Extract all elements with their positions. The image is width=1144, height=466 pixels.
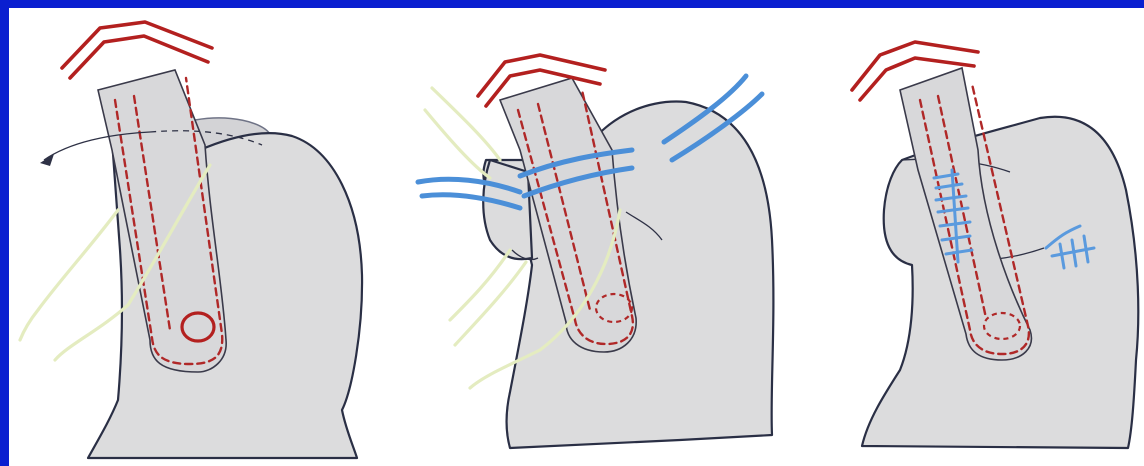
step-2-thread-b: [425, 110, 490, 178]
step-1-thread-b: [20, 210, 118, 340]
step-1-illustration: [20, 22, 362, 458]
step-1-cap-inner: [70, 36, 208, 78]
step-3-illustration: [852, 42, 1138, 448]
step-2-illustration: [418, 55, 773, 448]
step-2-thread-d: [450, 250, 510, 320]
surgical-steps-diagram: [9, 8, 1144, 466]
step-1-arrow-head: [40, 154, 54, 166]
figure-panel: [9, 8, 1144, 466]
